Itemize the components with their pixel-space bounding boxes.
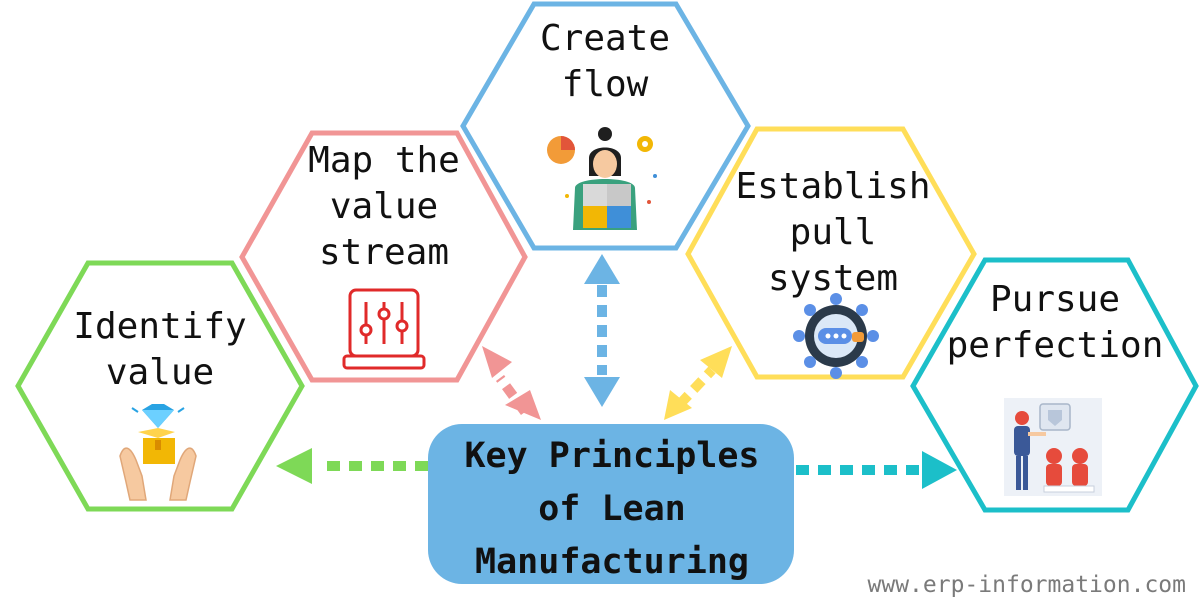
arrow-to-map-value-stream [482,346,541,420]
arrow-to-identify-value [276,448,428,484]
label-create-flow: Create flow [539,18,671,105]
watermark: www.erp-information.com [867,572,1187,598]
arrow-to-establish-pull-system [664,346,732,420]
label-map-value-stream: Map the value stream [308,140,460,273]
arrow-create-flow-vertical [584,254,620,407]
hexagon-map-value-stream [239,130,528,383]
hexagon-create-flow [460,1,751,251]
hands-box-diamond-icon [119,404,197,501]
center-title: Key Principles of Lean Manufacturing [464,436,760,582]
label-pursue-perfection: Pursue perfection [946,279,1164,366]
hexagon-pursue-perfection [910,257,1199,513]
label-identify-value: Identify value [73,306,247,393]
control-panel-sliders-icon [342,288,426,370]
team-meeting-icon [1004,398,1102,496]
hexagon-establish-pull-system [685,126,977,380]
gear-chat-icon [793,293,879,379]
arrow-to-pursue-perfection [796,451,957,489]
person-puzzle-icon [547,127,657,230]
center-pill [428,424,794,584]
hexagon-identify-value [15,260,305,512]
label-establish-pull-system: Establish pull system [735,166,931,299]
